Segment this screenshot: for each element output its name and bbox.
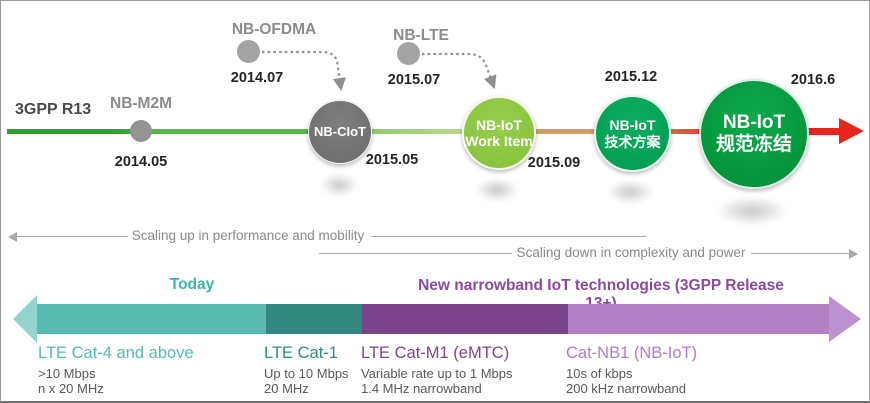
timeline-red-segment [801,128,841,135]
date-2015-05: 2015.05 [365,152,419,168]
milestone-label-line1: NB-IoT [722,112,786,134]
nb-m2m-label: NB-M2M [110,95,172,112]
category-catm1: LTE Cat-M1 (eMTC) Variable rate up to 1 … [361,344,513,396]
category-spec: 10s of kbps [566,366,633,381]
nb-lte-label: NB-LTE [393,27,449,44]
category-spec: 20 MHz [264,381,309,396]
category-title: LTE Cat-4 and above [38,344,194,362]
band-segment-nb1 [568,304,829,334]
band-segment-catm1 [362,304,568,334]
milestone-label-line2: 技术方案 [604,133,661,150]
scaling-up-label: Scaling up in performance and mobility [131,228,365,243]
nb-lte-dot [397,42,420,65]
category-nb1: Cat-NB1 (NB-IoT) 10s of kbps 200 kHz nar… [566,344,697,396]
today-label: Today [169,276,215,293]
nb-iot-work-item-milestone: NB-IoT Work Item [462,96,536,170]
nb-ciot-milestone: NB-CIoT [308,100,372,164]
scaling-down-label: Scaling down in complexity and power [516,245,746,260]
scaling-up-line [371,236,646,237]
milestone-label: NB-CIoT [314,123,366,139]
milestone-label-line2: Work Item [465,133,533,149]
milestone-label-line2: 规范冻结 [715,134,792,155]
reflection [467,173,527,207]
scaling-up-arrow-icon [8,232,17,242]
category-cat4: LTE Cat-4 and above >10 Mbps n x 20 MHz [38,344,194,396]
scaling-down-line [751,253,850,254]
date-2015-12: 2015.12 [604,69,658,85]
band-segment-cat4 [37,304,266,334]
milestone-label-line1: NB-IoT [609,117,656,134]
category-title: LTE Cat-1 [264,344,338,362]
timeline-arrow-icon [839,118,864,144]
category-spec: Up to 10 Mbps [264,366,349,381]
band-left-arrow-icon [13,295,37,343]
band-right-arrow-icon [829,296,861,342]
nb-ofdma-dot [237,40,260,63]
timeline-track [7,129,807,134]
scaling-up-line [16,236,128,237]
category-cat1: LTE Cat-1 Up to 10 Mbps 20 MHz [264,344,349,396]
milestone-label-line1: NB-IoT [476,116,522,133]
band-segment-cat1 [266,304,362,334]
date-2014-07: 2014.07 [230,70,284,86]
scaling-down-line [319,253,512,254]
category-spec: 200 kHz narrowband [566,381,686,396]
nb-m2m-dot [130,120,152,142]
category-spec: 1.4 MHz narrowband [361,381,482,396]
nb-ofdma-label: NB-OFDMA [231,21,317,38]
reflection [599,175,662,209]
category-spec: n x 20 MHz [38,381,104,396]
reflection [313,169,365,201]
scaling-down-arrow-icon [849,249,858,259]
reflection [701,191,803,231]
category-spec: Variable rate up to 1 Mbps [361,366,513,381]
date-2014-05: 2014.05 [114,154,168,170]
category-spec: >10 Mbps [38,366,96,381]
date-2016-6: 2016.6 [790,72,836,88]
nb-iot-tech-solution-milestone: NB-IoT 技术方案 [594,95,671,172]
category-title: Cat-NB1 (NB-IoT) [566,344,698,362]
date-2015-09: 2015.09 [527,155,581,171]
category-title: LTE Cat-M1 (eMTC) [361,344,510,362]
nb-iot-spec-freeze-milestone: NB-IoT 规范冻结 [699,79,809,189]
era-label: 3GPP R13 [15,101,92,118]
date-2015-07: 2015.07 [387,72,441,88]
